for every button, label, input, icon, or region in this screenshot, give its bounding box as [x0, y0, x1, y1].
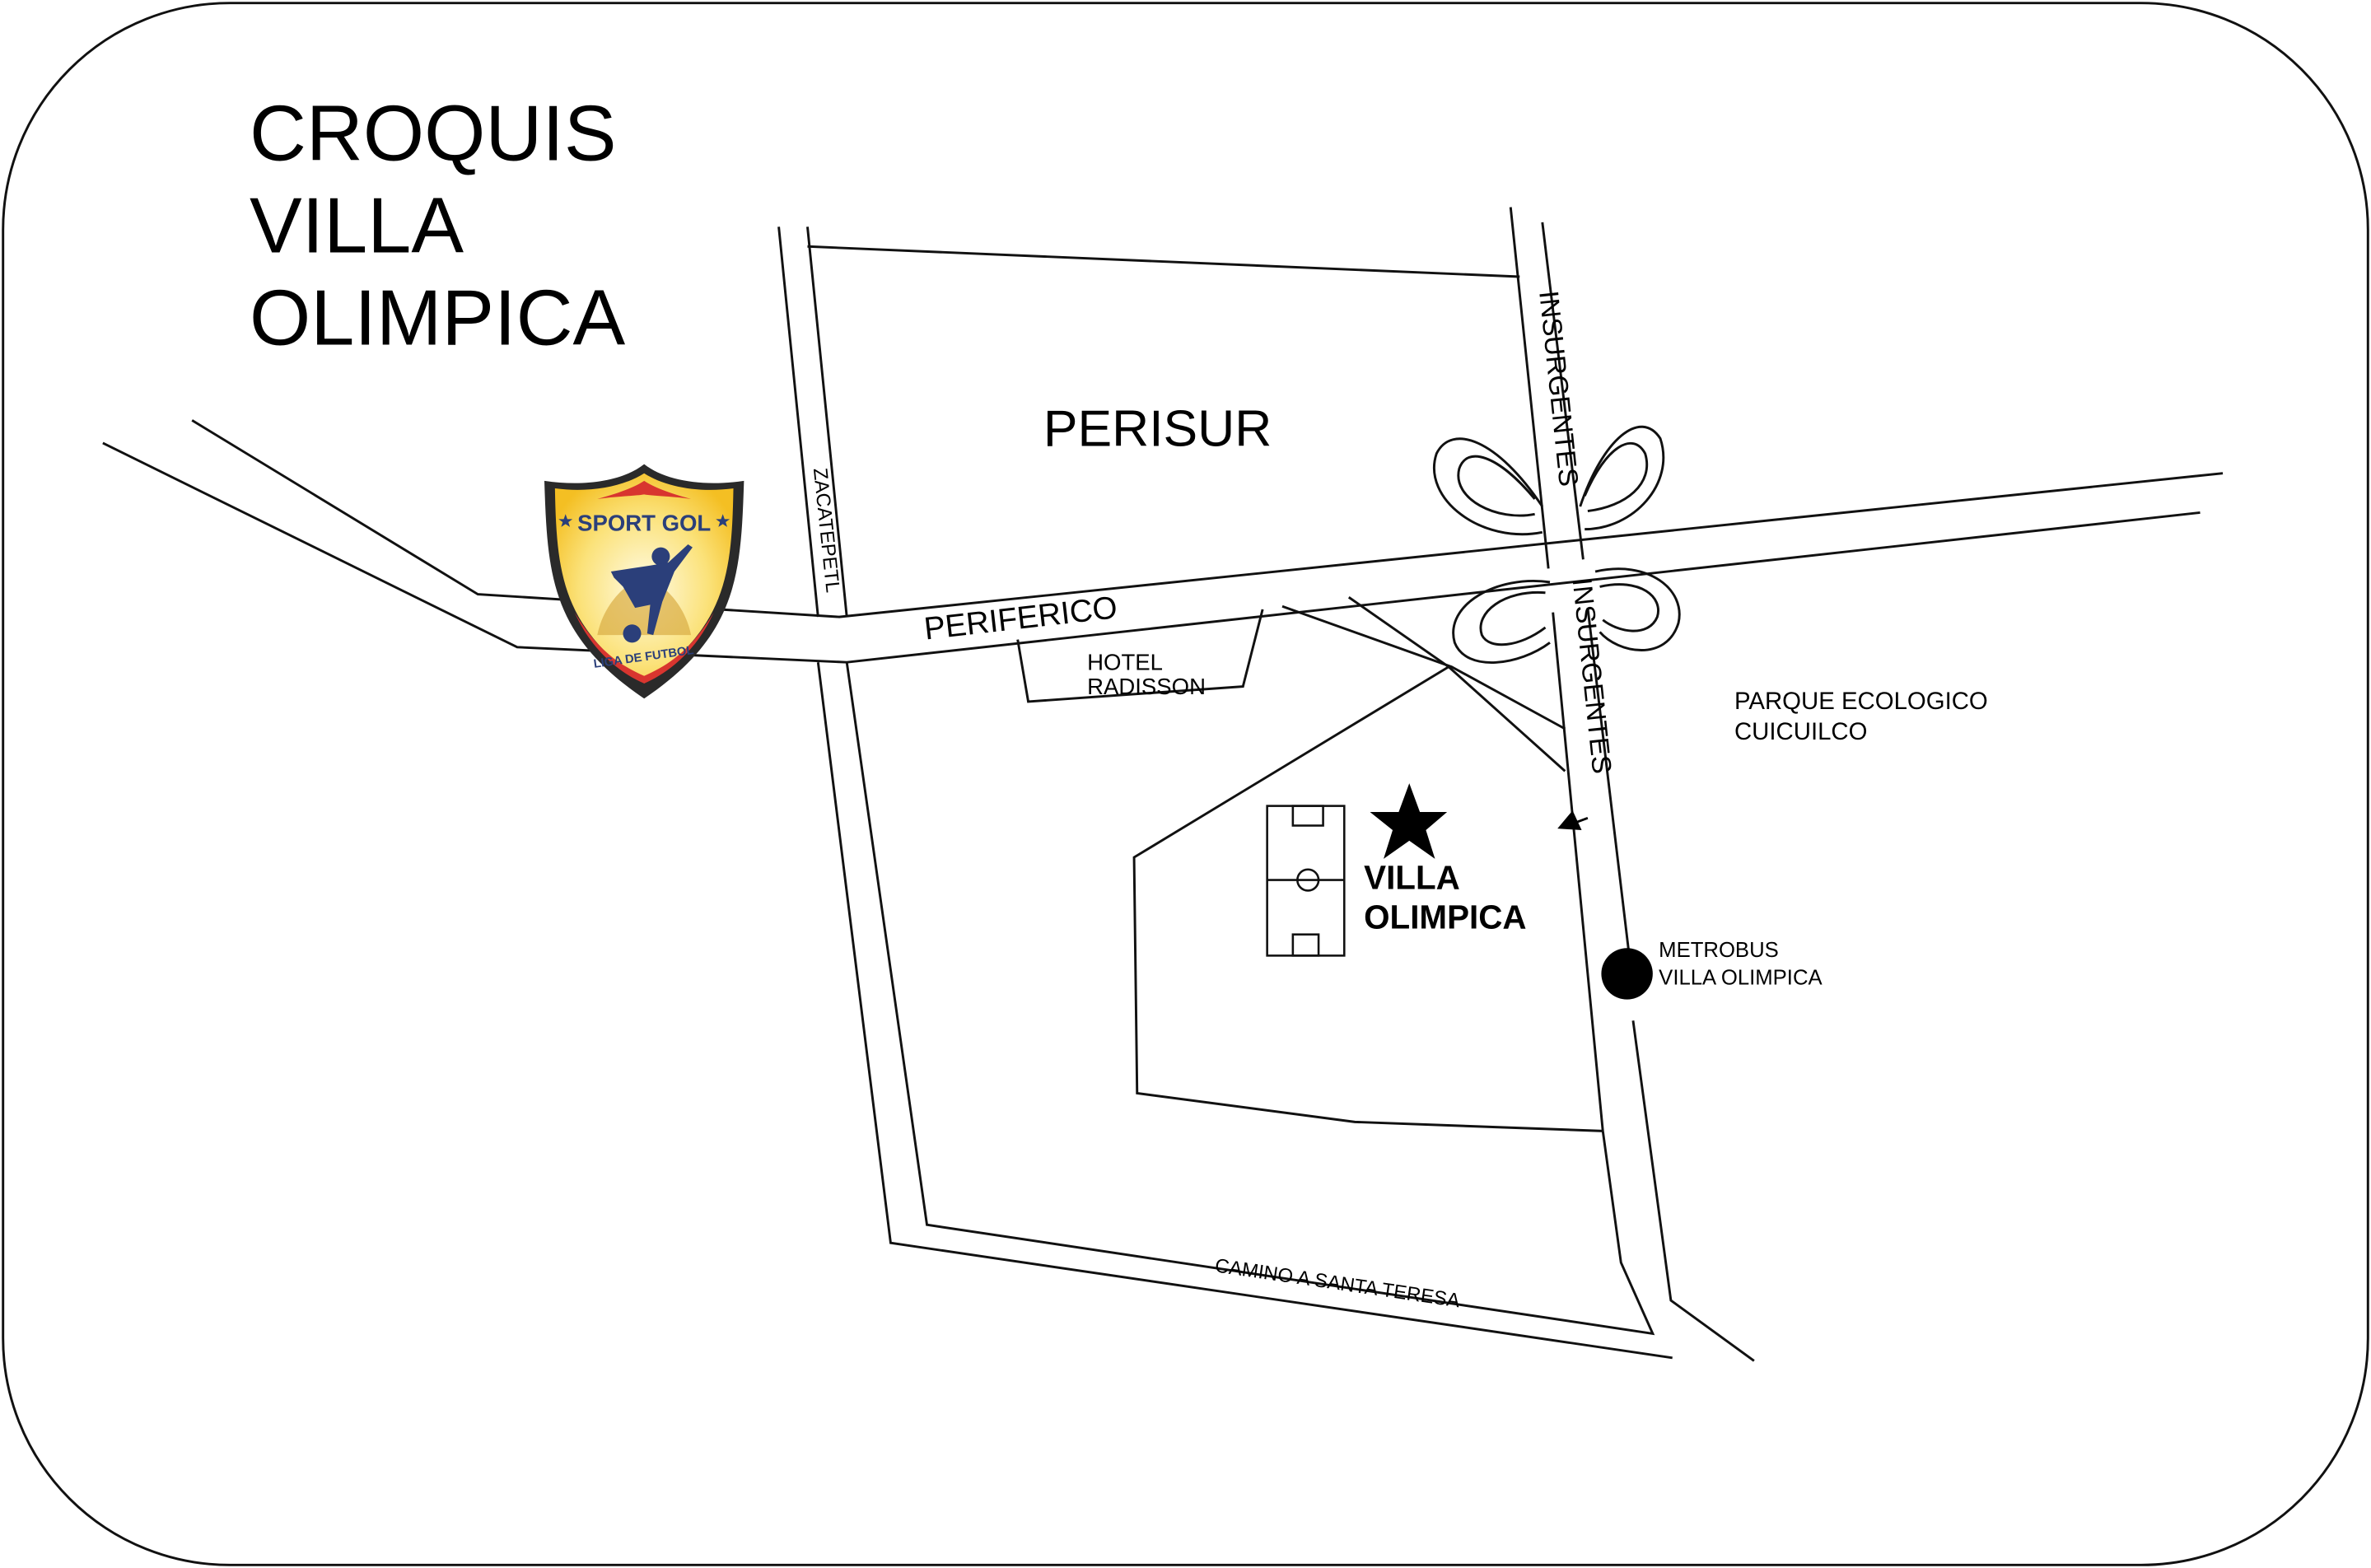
venue-label-2: OLIMPICA	[1364, 898, 1526, 936]
venue-star-icon	[1370, 783, 1448, 859]
place-label-parque: PARQUE ECOLOGICO	[1734, 688, 1988, 715]
cloverleaf-interchange	[1433, 425, 1681, 665]
metrobus-stop-icon	[1601, 948, 1653, 1000]
place-label-hotel-2: RADISSON	[1087, 674, 1206, 699]
svg-text:CROQUIS: CROQUIS	[250, 91, 617, 178]
svg-text:VILLA: VILLA	[250, 183, 464, 270]
road-perisur-north	[807, 245, 1520, 278]
logo-star-right-icon	[716, 514, 730, 527]
road-insurgentes	[1509, 207, 1755, 1362]
villa-olimpica-area	[1132, 665, 1603, 1132]
place-label-parque-2: CUICUILCO	[1734, 718, 1868, 745]
place-label-metrobus: METROBUS	[1659, 939, 1779, 962]
svg-text:OLIMPICA: OLIMPICA	[250, 275, 626, 362]
map-title: CROQUIS VILLA OLIMPICA	[250, 91, 626, 362]
player-silhouette-icon	[610, 544, 693, 643]
place-label-hotel: HOTEL	[1087, 649, 1163, 674]
logo-name: SPORT GOL	[577, 510, 711, 535]
soccer-field-icon	[1266, 805, 1346, 957]
road-zacatepetl	[777, 226, 1673, 1360]
sport-gol-logo: SPORT GOL LIGA DE FUTBOL	[544, 464, 744, 699]
hotel-radisson-block	[1016, 609, 1264, 703]
place-label-metrobus-2: VILLA OLIMPICA	[1659, 966, 1823, 989]
place-label-perisur: PERISUR	[1043, 400, 1272, 458]
venue-label: VILLA	[1364, 859, 1460, 897]
logo-star-left-icon	[558, 514, 573, 527]
direction-arrow-icon	[1557, 810, 1589, 830]
